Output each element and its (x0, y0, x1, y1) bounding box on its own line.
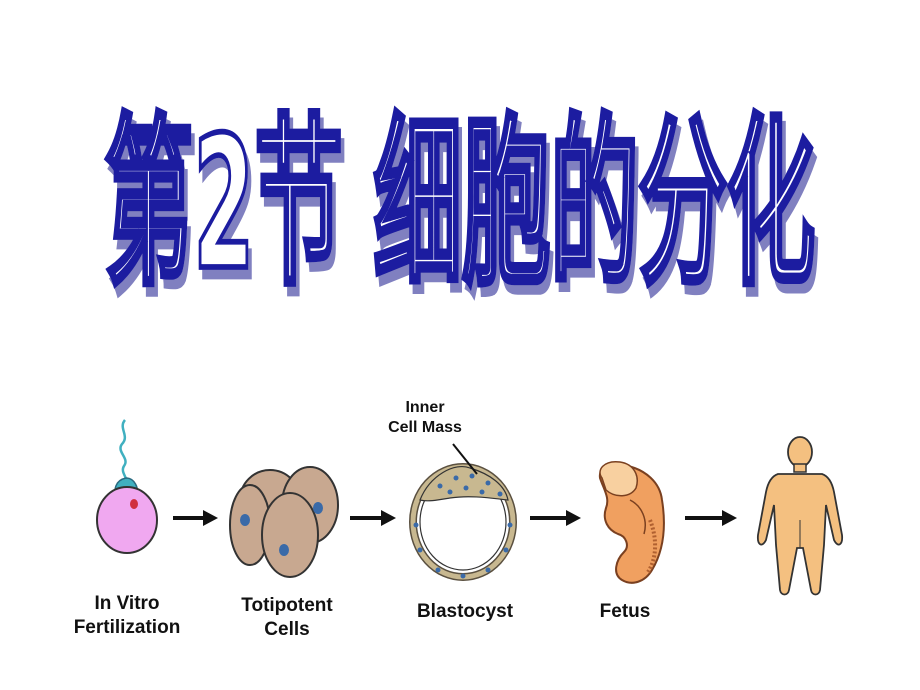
stage-label-totipotent: Totipotent Cells (222, 594, 352, 642)
inner-cell-mass (419, 466, 509, 502)
stage-label-line1: Fetus (599, 601, 651, 622)
stage-label-line1: Blastocyst (416, 601, 514, 622)
fertilization-icon (96, 419, 158, 554)
annotation-pointer (452, 443, 478, 475)
stage-label-blastocyst: Blastocyst (400, 600, 530, 624)
annotation-line2: Cell Mass (388, 419, 462, 436)
slide-title-area: 第2节 细胞的分化 (0, 95, 920, 335)
stage-label-fetus: Fetus (570, 600, 680, 624)
blastocyst-nuclei (413, 473, 513, 579)
stage-label-fertilization: In Vitro Fertilization (62, 592, 192, 640)
fetus-icon (598, 461, 665, 584)
nucleus (240, 514, 250, 526)
slide-title-graphic: 第2节 细胞的分化 (103, 96, 817, 313)
sperm-tail (119, 419, 128, 483)
nucleus (313, 502, 323, 514)
human-icon (756, 436, 844, 596)
stage-label-line2: Fertilization (73, 617, 181, 638)
arrow-2 (350, 510, 396, 526)
arrow-4 (685, 510, 737, 526)
blastocyst-icon (409, 443, 517, 581)
slide-title: 第2节 细胞的分化 (105, 98, 815, 311)
stage-label-line1: In Vitro (94, 593, 160, 614)
stage-label-line1: Totipotent (241, 595, 333, 616)
stage-label-line2: Cells (264, 619, 310, 640)
annotation-line1: Inner (405, 399, 445, 416)
totipotent-cells-icon (229, 466, 339, 578)
arrow-3 (530, 510, 581, 526)
arrow-1 (173, 510, 218, 526)
nucleus (279, 544, 289, 556)
inner-cell-mass-label: Inner Cell Mass (380, 398, 470, 438)
egg-cell (96, 486, 158, 554)
egg-nucleus (130, 499, 138, 509)
fetus-head (599, 461, 638, 497)
